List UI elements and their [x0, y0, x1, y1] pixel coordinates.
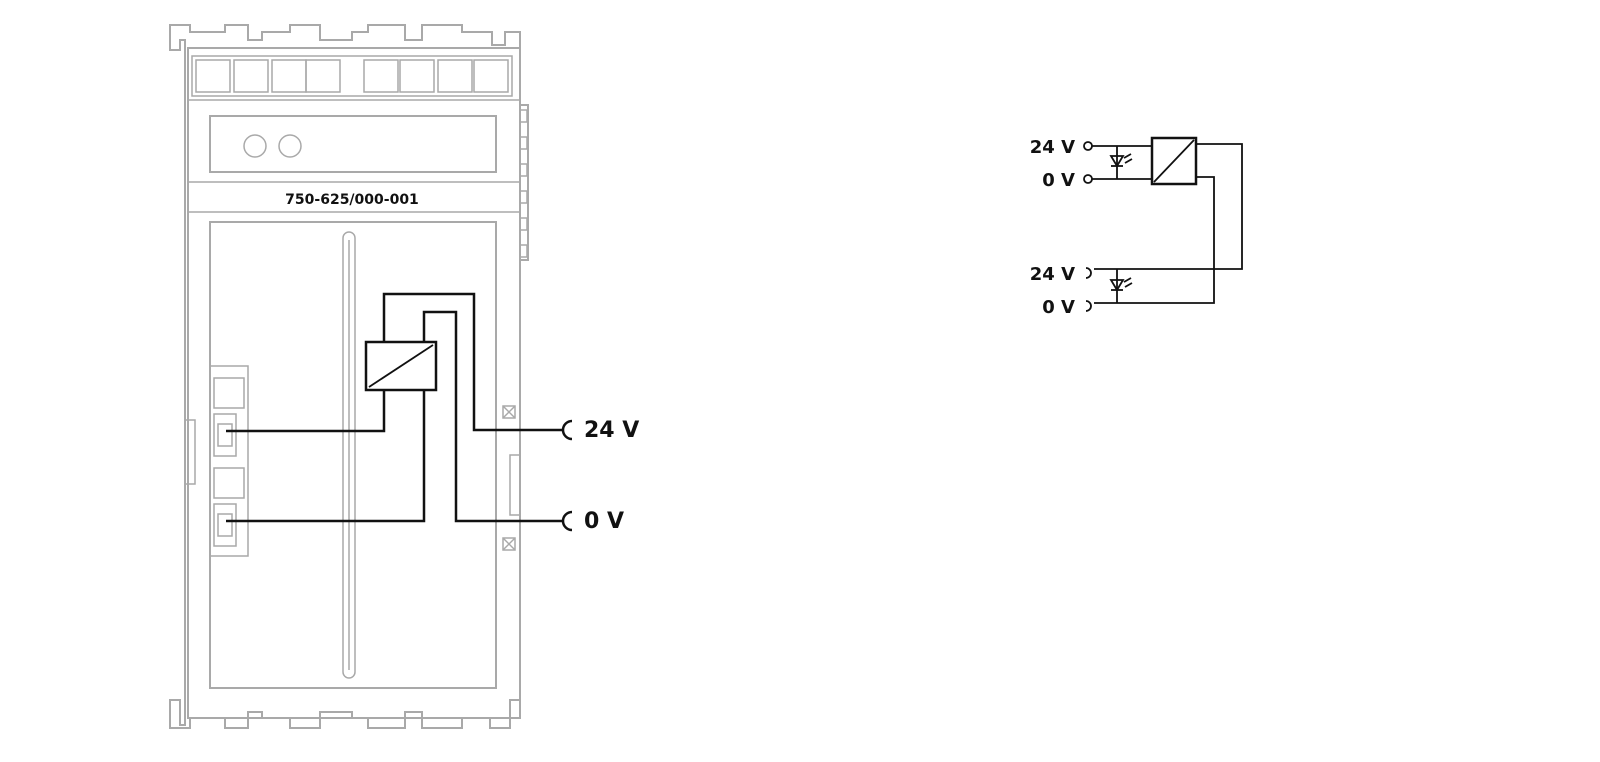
side-contact-tabs [519, 109, 528, 258]
schematic-output-0v-label: 0 V [1042, 297, 1075, 318]
power-jumper-contacts [502, 405, 521, 551]
status-led-2 [278, 134, 302, 158]
output-terminal-24v [1085, 267, 1092, 279]
schematic-wire-24v [1094, 143, 1243, 270]
wire-terminal-0v [226, 390, 426, 523]
connection-symbol-24v [561, 419, 573, 441]
converter-diagonal [368, 344, 434, 388]
schematic-input-0v-label: 0 V [1042, 170, 1075, 191]
status-led-1 [243, 134, 267, 158]
wire-output-0v [422, 310, 562, 523]
output-terminal-0v [1085, 300, 1092, 312]
housing-body [187, 47, 521, 719]
wire-terminal-24v [226, 390, 386, 433]
input-led-icon [1109, 146, 1133, 179]
input-terminal-0v [1083, 174, 1093, 184]
led-window [209, 115, 497, 173]
module-internal-wiring: 24 V 0 V [226, 292, 639, 534]
part-number-label: 750-625/000-001 [285, 192, 419, 208]
module-housing: 750-625/000-001 [169, 24, 529, 729]
schematic-converter [1150, 136, 1198, 186]
terminal-block [209, 365, 249, 557]
left-latch [184, 419, 196, 485]
wire-output-24v [382, 292, 562, 432]
module-label-24v: 24 V [584, 418, 639, 443]
schematic-converter-diagonal [1153, 139, 1195, 183]
bus-contacts [188, 55, 520, 101]
input-terminal-24v [1083, 141, 1093, 151]
schematic-wire-0v [1094, 176, 1215, 304]
connection-symbol-0v [561, 510, 573, 532]
marking-panel [209, 221, 497, 689]
circuit-schematic: 24 V 0 V 24 V 0 V [1030, 136, 1243, 318]
schematic-output-24v-label: 24 V [1030, 264, 1075, 285]
schematic-input-24v-label: 24 V [1030, 137, 1075, 158]
output-led-icon [1109, 269, 1133, 303]
module-label-0v: 0 V [584, 509, 624, 534]
dc-dc-converter [364, 340, 438, 392]
release-slot [342, 231, 356, 679]
